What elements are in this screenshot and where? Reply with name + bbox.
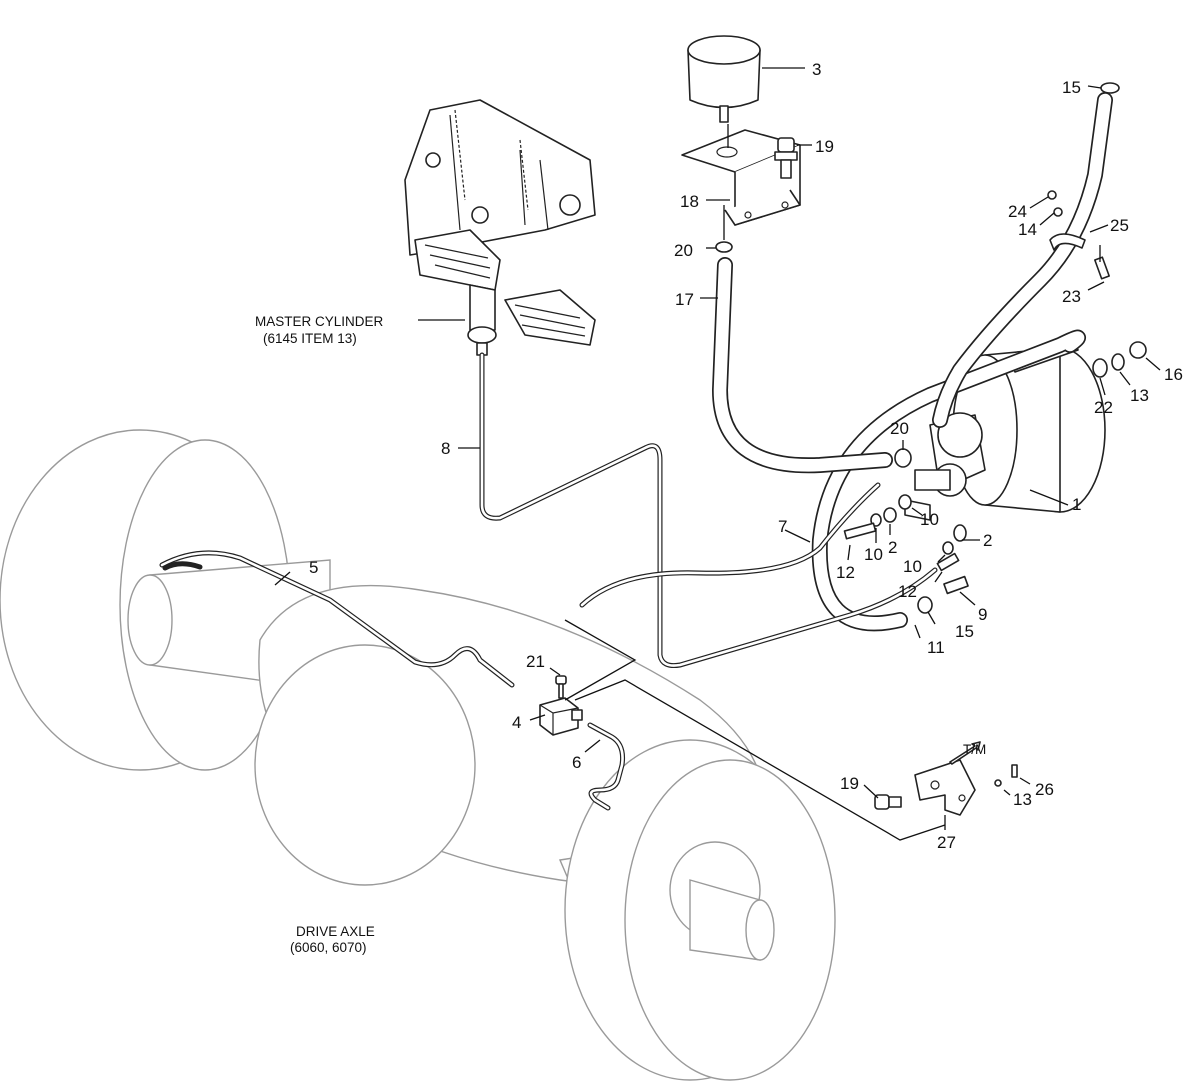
callout-4: 4 [512, 713, 521, 732]
washer-22 [1092, 358, 1108, 378]
brake-line-5 [159, 550, 515, 688]
mounting-bracket [914, 759, 976, 816]
callout-10-right: 10 [903, 557, 922, 576]
bolt-12-right [936, 552, 960, 572]
brake-line-8 [479, 352, 938, 668]
washer-14 [1053, 207, 1063, 217]
callout-1: 1 [1072, 495, 1081, 514]
callout-19-lower: 19 [840, 774, 859, 793]
clamp-15-upper [1100, 82, 1120, 94]
clamp-25 [1049, 233, 1086, 251]
nut-24 [1047, 190, 1057, 200]
callout-8: 8 [441, 439, 450, 458]
master-cylinder-ref: (6145 ITEM 13) [263, 331, 357, 346]
callout-leaders [274, 67, 1161, 830]
callout-10-booster: 10 [920, 510, 939, 529]
callout-9: 9 [978, 605, 987, 624]
bolt-12-left [843, 522, 877, 540]
bolt-19-lower [874, 794, 902, 810]
banjo-2 [953, 524, 967, 542]
bolt-23 [1094, 256, 1110, 280]
callout-13-lower: 13 [1013, 790, 1032, 809]
callout-24: 24 [1008, 202, 1027, 221]
callout-11: 11 [927, 638, 945, 657]
drive-axle-ref: (6060, 6070) [290, 940, 367, 955]
bolt-26 [1011, 764, 1018, 778]
callout-25: 25 [1110, 216, 1129, 235]
callout-20-upper: 20 [674, 241, 693, 260]
callout-6: 6 [572, 753, 581, 772]
callout-23: 23 [1062, 287, 1081, 306]
tm-direction-label: T/M [963, 742, 986, 757]
callout-labels: 1 2 2 3 4 5 6 7 8 9 10 10 10 11 12 12 13… [309, 60, 1183, 852]
clamp-15-lower [917, 596, 933, 614]
fluid-reservoir [687, 35, 761, 123]
callout-27: 27 [937, 833, 956, 852]
text-notes: MASTER CYLINDER (6145 ITEM 13) DRIVE AXL… [255, 314, 986, 955]
washer-2 [883, 507, 897, 523]
callout-15-lower: 15 [955, 622, 974, 641]
callout-13-right: 13 [1130, 386, 1149, 405]
callout-20-booster: 20 [890, 419, 909, 438]
callout-19-upper: 19 [815, 137, 834, 156]
drive-axle-label: DRIVE AXLE [296, 924, 375, 939]
callout-21: 21 [526, 652, 545, 671]
bolt-19-upper [774, 137, 798, 179]
callout-18: 18 [680, 192, 699, 211]
callout-14: 14 [1018, 220, 1037, 239]
drive-axle [0, 429, 836, 1081]
brake-booster [904, 339, 1106, 521]
callout-2-right: 2 [983, 531, 992, 550]
fitting-9 [943, 575, 969, 595]
callout-2-left: 2 [888, 538, 897, 557]
callout-12-right: 12 [898, 582, 917, 601]
washer-13-right [1111, 353, 1125, 371]
master-cylinder-label: MASTER CYLINDER [255, 314, 384, 329]
callout-15-upper: 15 [1062, 78, 1081, 97]
brake-line-6 [587, 722, 625, 811]
clamp-20-upper [715, 241, 733, 253]
callout-12-left: 12 [836, 563, 855, 582]
callout-22: 22 [1094, 398, 1113, 417]
callout-5: 5 [309, 558, 318, 577]
clamp-20-booster [894, 448, 912, 468]
callout-10-left: 10 [864, 545, 883, 564]
brake-line-7 [579, 482, 881, 608]
assembly-line-7 [564, 619, 637, 701]
tee-block [539, 697, 583, 736]
bleeder-21 [555, 675, 567, 699]
callout-3: 3 [812, 60, 821, 79]
nut-16 [1129, 341, 1147, 359]
assembly-line-27 [574, 679, 946, 841]
washer-13-lower [994, 779, 1002, 787]
washer-10-right [942, 541, 954, 555]
direction-arrow [949, 741, 981, 765]
washer-10-booster [898, 494, 912, 510]
brake-pedal-assembly [404, 99, 596, 356]
callout-7: 7 [778, 517, 787, 536]
callout-17: 17 [675, 290, 694, 309]
callout-16: 16 [1164, 365, 1183, 384]
callout-26: 26 [1035, 780, 1054, 799]
